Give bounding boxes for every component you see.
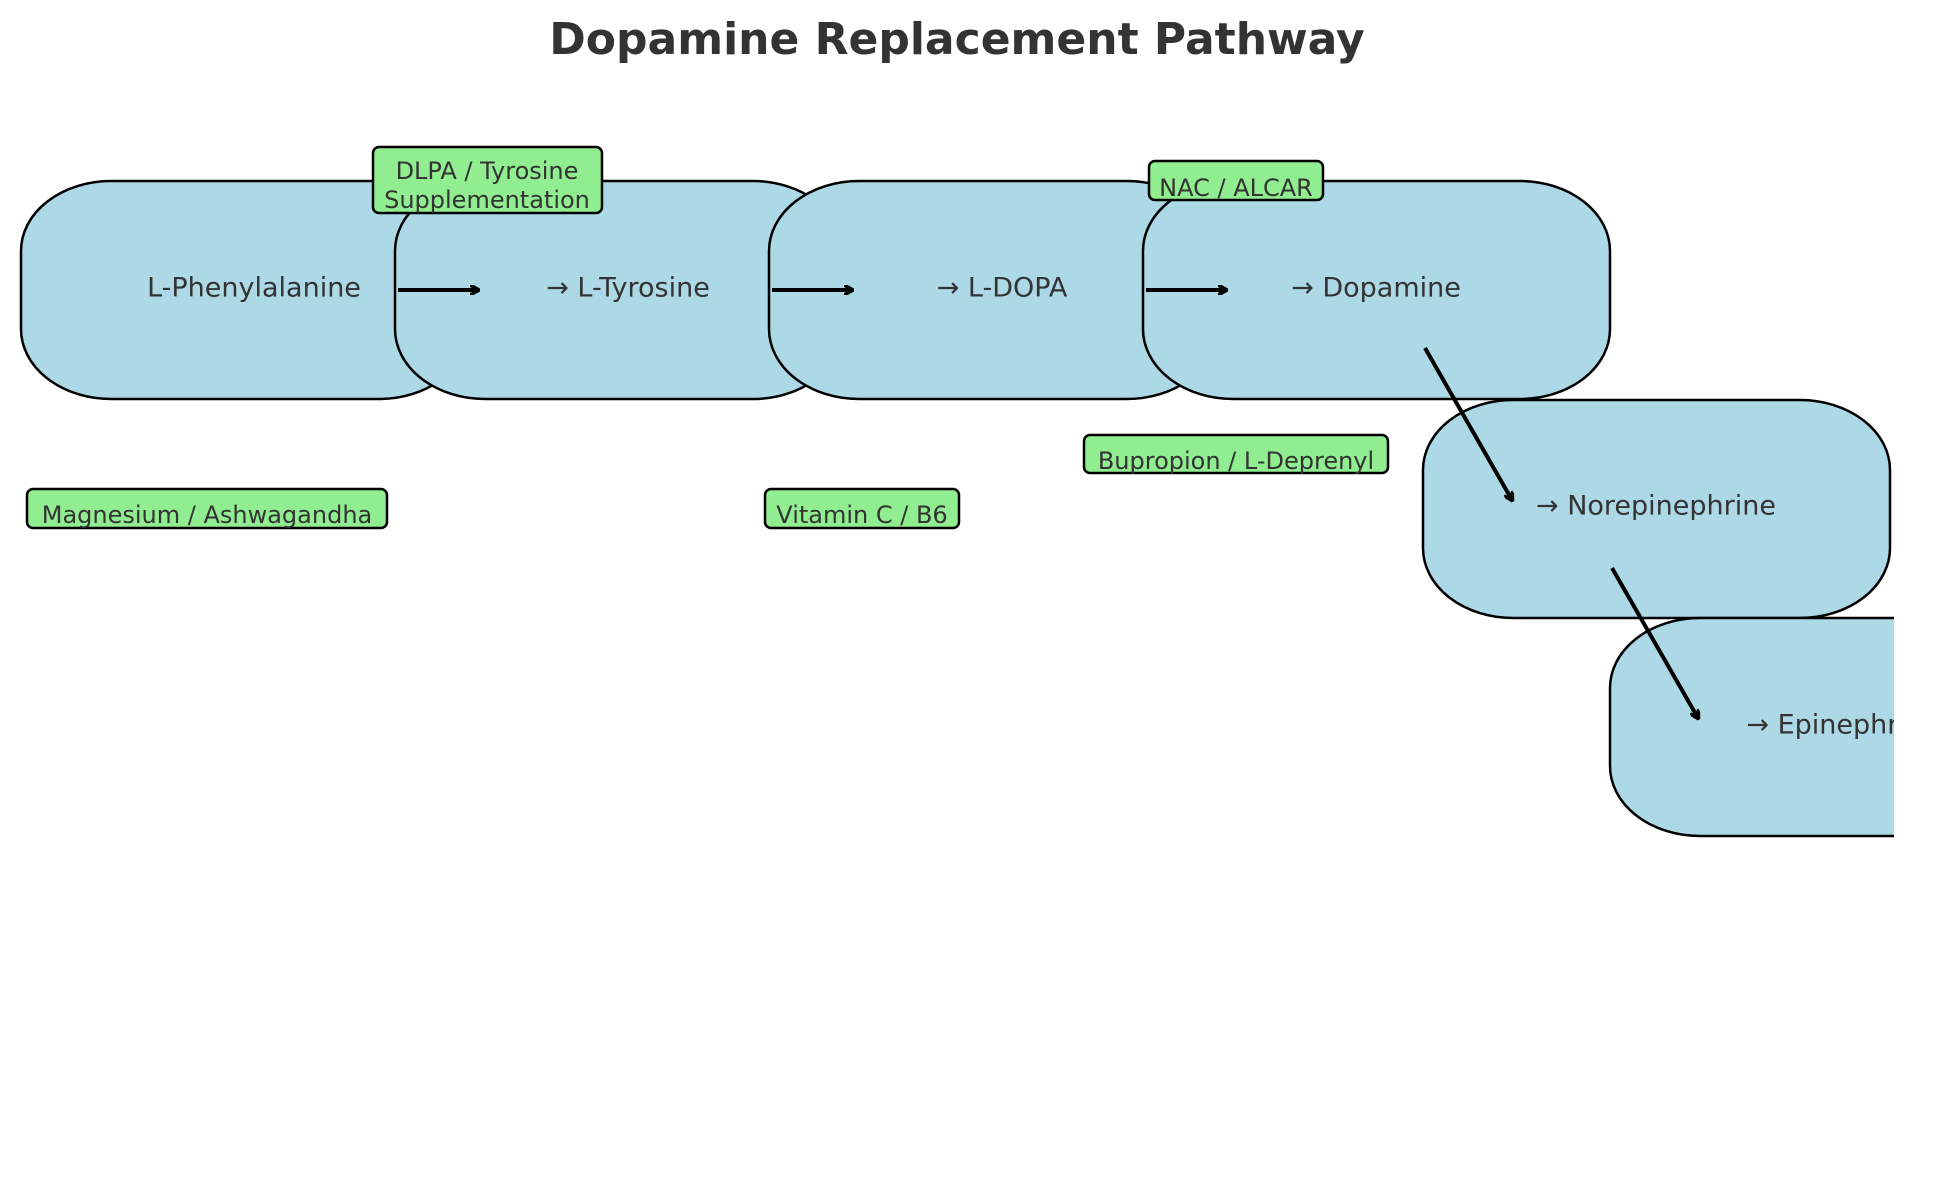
tag-label: DLPA / Tyrosine xyxy=(396,157,579,185)
node-label: → L-DOPA xyxy=(937,273,1068,304)
arrow-norepinephrine-to-epinephrine xyxy=(1610,567,1698,718)
tag-box xyxy=(25,487,389,530)
tag-box xyxy=(763,487,961,530)
node-box xyxy=(1141,179,1612,401)
pathway-nodes: L-Phenylalanine → L-Tyrosine → L-DOPA → Dop… xyxy=(19,179,1939,838)
node-ldopa: → L-DOPA xyxy=(767,179,1219,401)
node-label: → Norepinephrine xyxy=(1536,491,1776,522)
tag-label: NAC / ALCAR xyxy=(1159,174,1313,202)
pathway-arrows xyxy=(398,290,1698,718)
node-label: → L-Tyrosine xyxy=(546,273,710,304)
node-label: → Dopamine xyxy=(1291,273,1461,304)
supplement-tag-nac: NAC / ALCAR xyxy=(1147,159,1325,202)
node-norepinephrine: → Norepinephrine xyxy=(1421,398,1892,620)
supplement-tag-bupropion: Bupropion / L-Deprenyl xyxy=(1082,433,1390,475)
arrow-dopamine-to-norepinephrine xyxy=(1423,347,1512,500)
supplement-tag-vitamin: Vitamin C / B6 xyxy=(763,487,961,530)
node-dopamine: → Dopamine xyxy=(1141,179,1612,401)
node-box xyxy=(1421,398,1892,620)
tag-box xyxy=(1147,159,1325,202)
tag-label: Supplementation xyxy=(384,186,590,214)
supplement-tag-magnesium: Magnesium / Ashwagandha xyxy=(25,487,389,530)
node-label: → Epinephrine xyxy=(1746,710,1939,741)
node-epinephrine: → Epinephrine xyxy=(1608,616,1939,838)
node-box xyxy=(1608,616,1894,838)
diagram-title: Dopamine Replacement Pathway xyxy=(549,14,1364,65)
tag-label: Bupropion / L-Deprenyl xyxy=(1098,447,1374,475)
tag-box xyxy=(1082,433,1390,475)
tag-label: Vitamin C / B6 xyxy=(776,501,947,529)
node-phenylalanine: L-Phenylalanine xyxy=(19,179,471,401)
node-tyrosine: → L-Tyrosine xyxy=(393,179,845,401)
tag-box xyxy=(371,145,604,215)
tag-label: Magnesium / Ashwagandha xyxy=(42,501,373,529)
node-label: L-Phenylalanine xyxy=(147,273,361,304)
